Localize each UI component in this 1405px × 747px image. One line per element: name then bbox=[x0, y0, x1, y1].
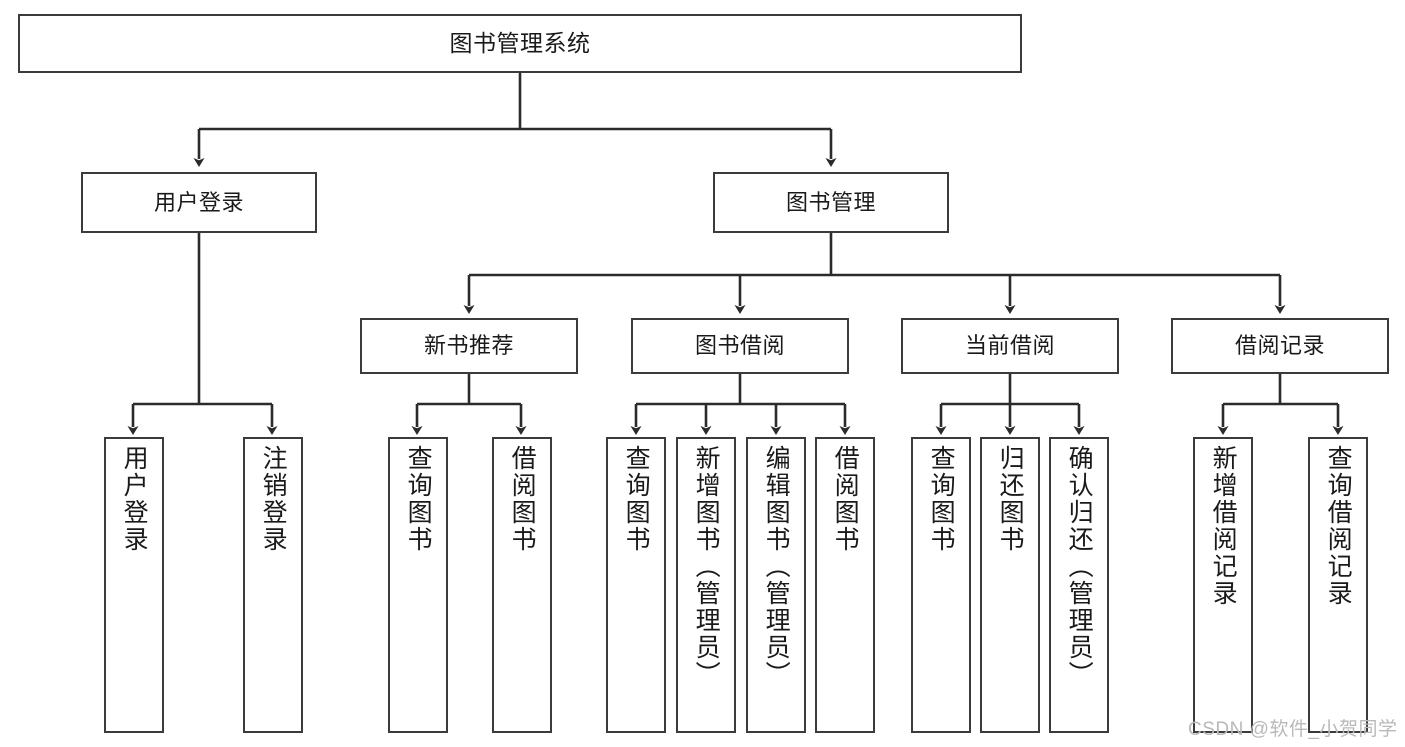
csdn-watermark: CSDN @软件_小贺同学 bbox=[1188, 719, 1398, 740]
node-label: 编辑图书（管理员） bbox=[762, 445, 791, 688]
node-label: 确认归还（管理员） bbox=[1065, 445, 1094, 688]
node-borrow-record[interactable]: 借阅记录 bbox=[1171, 318, 1389, 374]
leaf-recommend-query-book[interactable]: 查询图书 bbox=[388, 437, 448, 733]
node-new-book-recommend[interactable]: 新书推荐 bbox=[360, 318, 578, 374]
leaf-current-confirm-return-admin[interactable]: 确认归还（管理员） bbox=[1049, 437, 1109, 733]
leaf-borrow-borrow-book[interactable]: 借阅图书 bbox=[815, 437, 875, 733]
node-label: 新增图书（管理员） bbox=[692, 445, 721, 688]
node-book-borrow[interactable]: 图书借阅 bbox=[631, 318, 849, 374]
node-label: 借阅图书 bbox=[831, 445, 860, 553]
node-label: 查询图书 bbox=[404, 445, 433, 553]
node-label: 图书管理系统 bbox=[449, 29, 591, 56]
leaf-borrow-query-book[interactable]: 查询图书 bbox=[606, 437, 666, 733]
node-current-borrow[interactable]: 当前借阅 bbox=[901, 318, 1119, 374]
node-label: 当前借阅 bbox=[964, 333, 1055, 359]
leaf-logout[interactable]: 注销登录 bbox=[243, 437, 303, 733]
node-label: 借阅记录 bbox=[1234, 333, 1325, 359]
node-label: 新书推荐 bbox=[423, 333, 514, 359]
leaf-borrow-add-book-admin[interactable]: 新增图书（管理员） bbox=[676, 437, 736, 733]
node-user-login[interactable]: 用户登录 bbox=[81, 172, 317, 233]
node-root-book-management-system[interactable]: 图书管理系统 bbox=[18, 14, 1022, 73]
leaf-recommend-borrow-book[interactable]: 借阅图书 bbox=[492, 437, 552, 733]
node-label: 用户登录 bbox=[153, 189, 244, 215]
node-label: 归还图书 bbox=[996, 445, 1025, 553]
node-label: 查询图书 bbox=[622, 445, 651, 553]
leaf-user-login[interactable]: 用户登录 bbox=[104, 437, 164, 733]
node-label: 注销登录 bbox=[259, 445, 288, 553]
node-label: 借阅图书 bbox=[508, 445, 537, 553]
node-label: 查询图书 bbox=[927, 445, 956, 553]
node-label: 新增借阅记录 bbox=[1209, 445, 1238, 607]
leaf-record-add-borrow-record[interactable]: 新增借阅记录 bbox=[1193, 437, 1253, 733]
node-book-management[interactable]: 图书管理 bbox=[713, 172, 949, 233]
leaf-borrow-edit-book-admin[interactable]: 编辑图书（管理员） bbox=[746, 437, 806, 733]
node-label: 用户登录 bbox=[120, 445, 149, 553]
node-label: 图书管理 bbox=[785, 189, 876, 215]
node-label: 查询借阅记录 bbox=[1324, 445, 1353, 607]
leaf-record-query-borrow-record[interactable]: 查询借阅记录 bbox=[1308, 437, 1368, 733]
leaf-current-query-book[interactable]: 查询图书 bbox=[911, 437, 971, 733]
node-label: 图书借阅 bbox=[694, 333, 785, 359]
leaf-current-return-book[interactable]: 归还图书 bbox=[980, 437, 1040, 733]
